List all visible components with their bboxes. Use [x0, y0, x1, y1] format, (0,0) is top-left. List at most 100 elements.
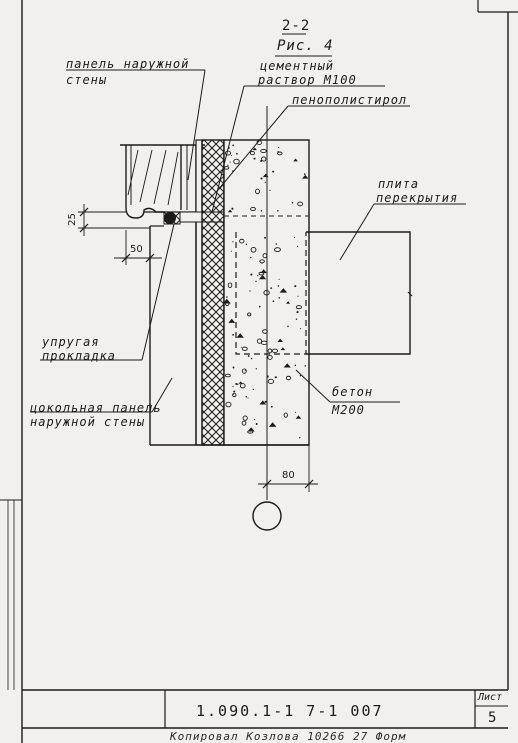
dimension-50: 50: [130, 244, 143, 255]
aggregate-mark: [232, 144, 235, 147]
concrete-aggregate-texture: [222, 140, 309, 439]
polystyrene-insulation: [201, 139, 225, 446]
aggregate-mark: [295, 415, 302, 419]
aggregate-mark: [299, 328, 302, 330]
aggregate-mark: [277, 338, 283, 342]
label-outer-wall-panel-2: стены: [66, 73, 108, 87]
aggregate-mark: [247, 312, 252, 317]
aggregate-mark: [277, 210, 279, 212]
aggregate-mark: [255, 280, 257, 283]
aggregate-mark: [250, 357, 253, 360]
aggregate-mark: [269, 189, 271, 191]
aggregate-mark: [299, 437, 301, 439]
aggregate-mark: [230, 250, 232, 252]
aggregate-mark: [278, 278, 280, 280]
aggregate-mark: [240, 346, 242, 348]
elastic-gasket: [150, 211, 181, 227]
aggregate-mark: [235, 383, 238, 385]
aggregate-mark: [227, 282, 233, 288]
sheet-number: 5: [488, 710, 497, 726]
aggregate-mark: [256, 338, 263, 344]
aggregate-mark: [252, 147, 257, 151]
aggregate-mark: [258, 274, 267, 280]
aggregate-mark: [232, 393, 234, 396]
aggregate-mark: [277, 151, 283, 156]
section-label: 2-2: [282, 18, 311, 34]
aggregate-mark: [264, 400, 267, 403]
aggregate-mark: [241, 368, 247, 374]
aggregate-mark: [245, 396, 248, 398]
aggregate-mark: [247, 397, 249, 399]
aggregate-mark: [242, 415, 248, 421]
aggregate-mark: [224, 373, 231, 378]
aggregate-mark: [281, 291, 283, 293]
aggregate-mark: [226, 296, 228, 298]
label-plinth-panel-2: наружной стены: [30, 415, 146, 429]
aggregate-mark: [286, 301, 291, 304]
aggregate-mark: [291, 201, 294, 204]
aggregate-mark: [250, 273, 253, 276]
label-floor-slab-1: плита: [378, 177, 420, 191]
figure-label: Рис. 4: [277, 38, 334, 54]
aggregate-mark: [293, 158, 298, 162]
aggregate-mark: [224, 300, 230, 307]
aggregate-mark: [257, 275, 259, 277]
aggregate-mark: [303, 173, 306, 175]
dimension-25: 25: [66, 213, 78, 226]
aggregate-mark: [283, 363, 291, 368]
aggregate-mark: [283, 412, 288, 418]
aggregate-mark: [277, 285, 280, 287]
aggregate-mark: [250, 256, 252, 259]
aggregate-mark: [250, 246, 257, 253]
bottom-strip: Копировал Козлова 10266 27 Форм: [170, 730, 407, 743]
aggregate-mark: [268, 422, 277, 427]
title-underlines: [275, 33, 332, 57]
aggregate-mark: [239, 238, 245, 244]
label-floor-slab-2: перекрытия: [376, 191, 459, 205]
aggregate-mark: [233, 390, 236, 393]
aggregate-mark: [244, 369, 246, 371]
aggregate-mark: [295, 305, 302, 310]
aggregate-mark: [253, 418, 256, 421]
aggregate-mark: [230, 154, 233, 156]
aggregate-mark: [232, 334, 234, 336]
aggregate-mark: [241, 420, 247, 426]
label-polystyrene: пенополистирол: [292, 93, 408, 107]
aggregate-mark: [249, 151, 255, 156]
aggregate-mark: [270, 405, 273, 408]
aggregate-mark: [287, 325, 289, 328]
sheet-label: Лист: [478, 692, 503, 703]
label-elastic-gasket-1: упругая: [42, 335, 100, 349]
aggregate-mark: [236, 333, 244, 338]
aggregate-mark: [299, 374, 302, 377]
aggregate-mark: [272, 300, 275, 303]
aggregate-mark: [227, 164, 229, 166]
aggregate-mark: [229, 161, 231, 163]
aggregate-mark: [296, 311, 299, 314]
aggregate-mark: [238, 381, 243, 384]
aggregate-mark: [297, 295, 299, 297]
aggregate-mark: [293, 236, 296, 239]
aggregate-mark: [297, 201, 304, 207]
aggregate-mark: [247, 355, 250, 357]
aggregate-mark: [274, 247, 281, 252]
aggregate-mark: [294, 285, 297, 288]
aggregate-mark: [285, 375, 292, 381]
aggregate-mark: [278, 297, 281, 299]
aggregate-mark: [295, 318, 298, 320]
aggregate-mark: [241, 346, 248, 351]
dimension-80: 80: [282, 470, 295, 481]
aggregate-mark: [255, 368, 257, 370]
aggregate-mark: [270, 287, 273, 289]
aggregate-mark: [249, 290, 251, 292]
aggregate-mark: [231, 207, 234, 210]
aggregate-mark: [267, 354, 273, 360]
aggregate-mark: [228, 318, 236, 323]
aggregate-mark: [264, 236, 266, 239]
document-code: 1.090.1-1 7-1 007: [196, 702, 384, 720]
aggregate-mark: [294, 411, 297, 413]
aggregate-mark: [260, 210, 263, 212]
aggregate-mark: [233, 158, 240, 165]
aggregate-mark: [279, 288, 288, 293]
